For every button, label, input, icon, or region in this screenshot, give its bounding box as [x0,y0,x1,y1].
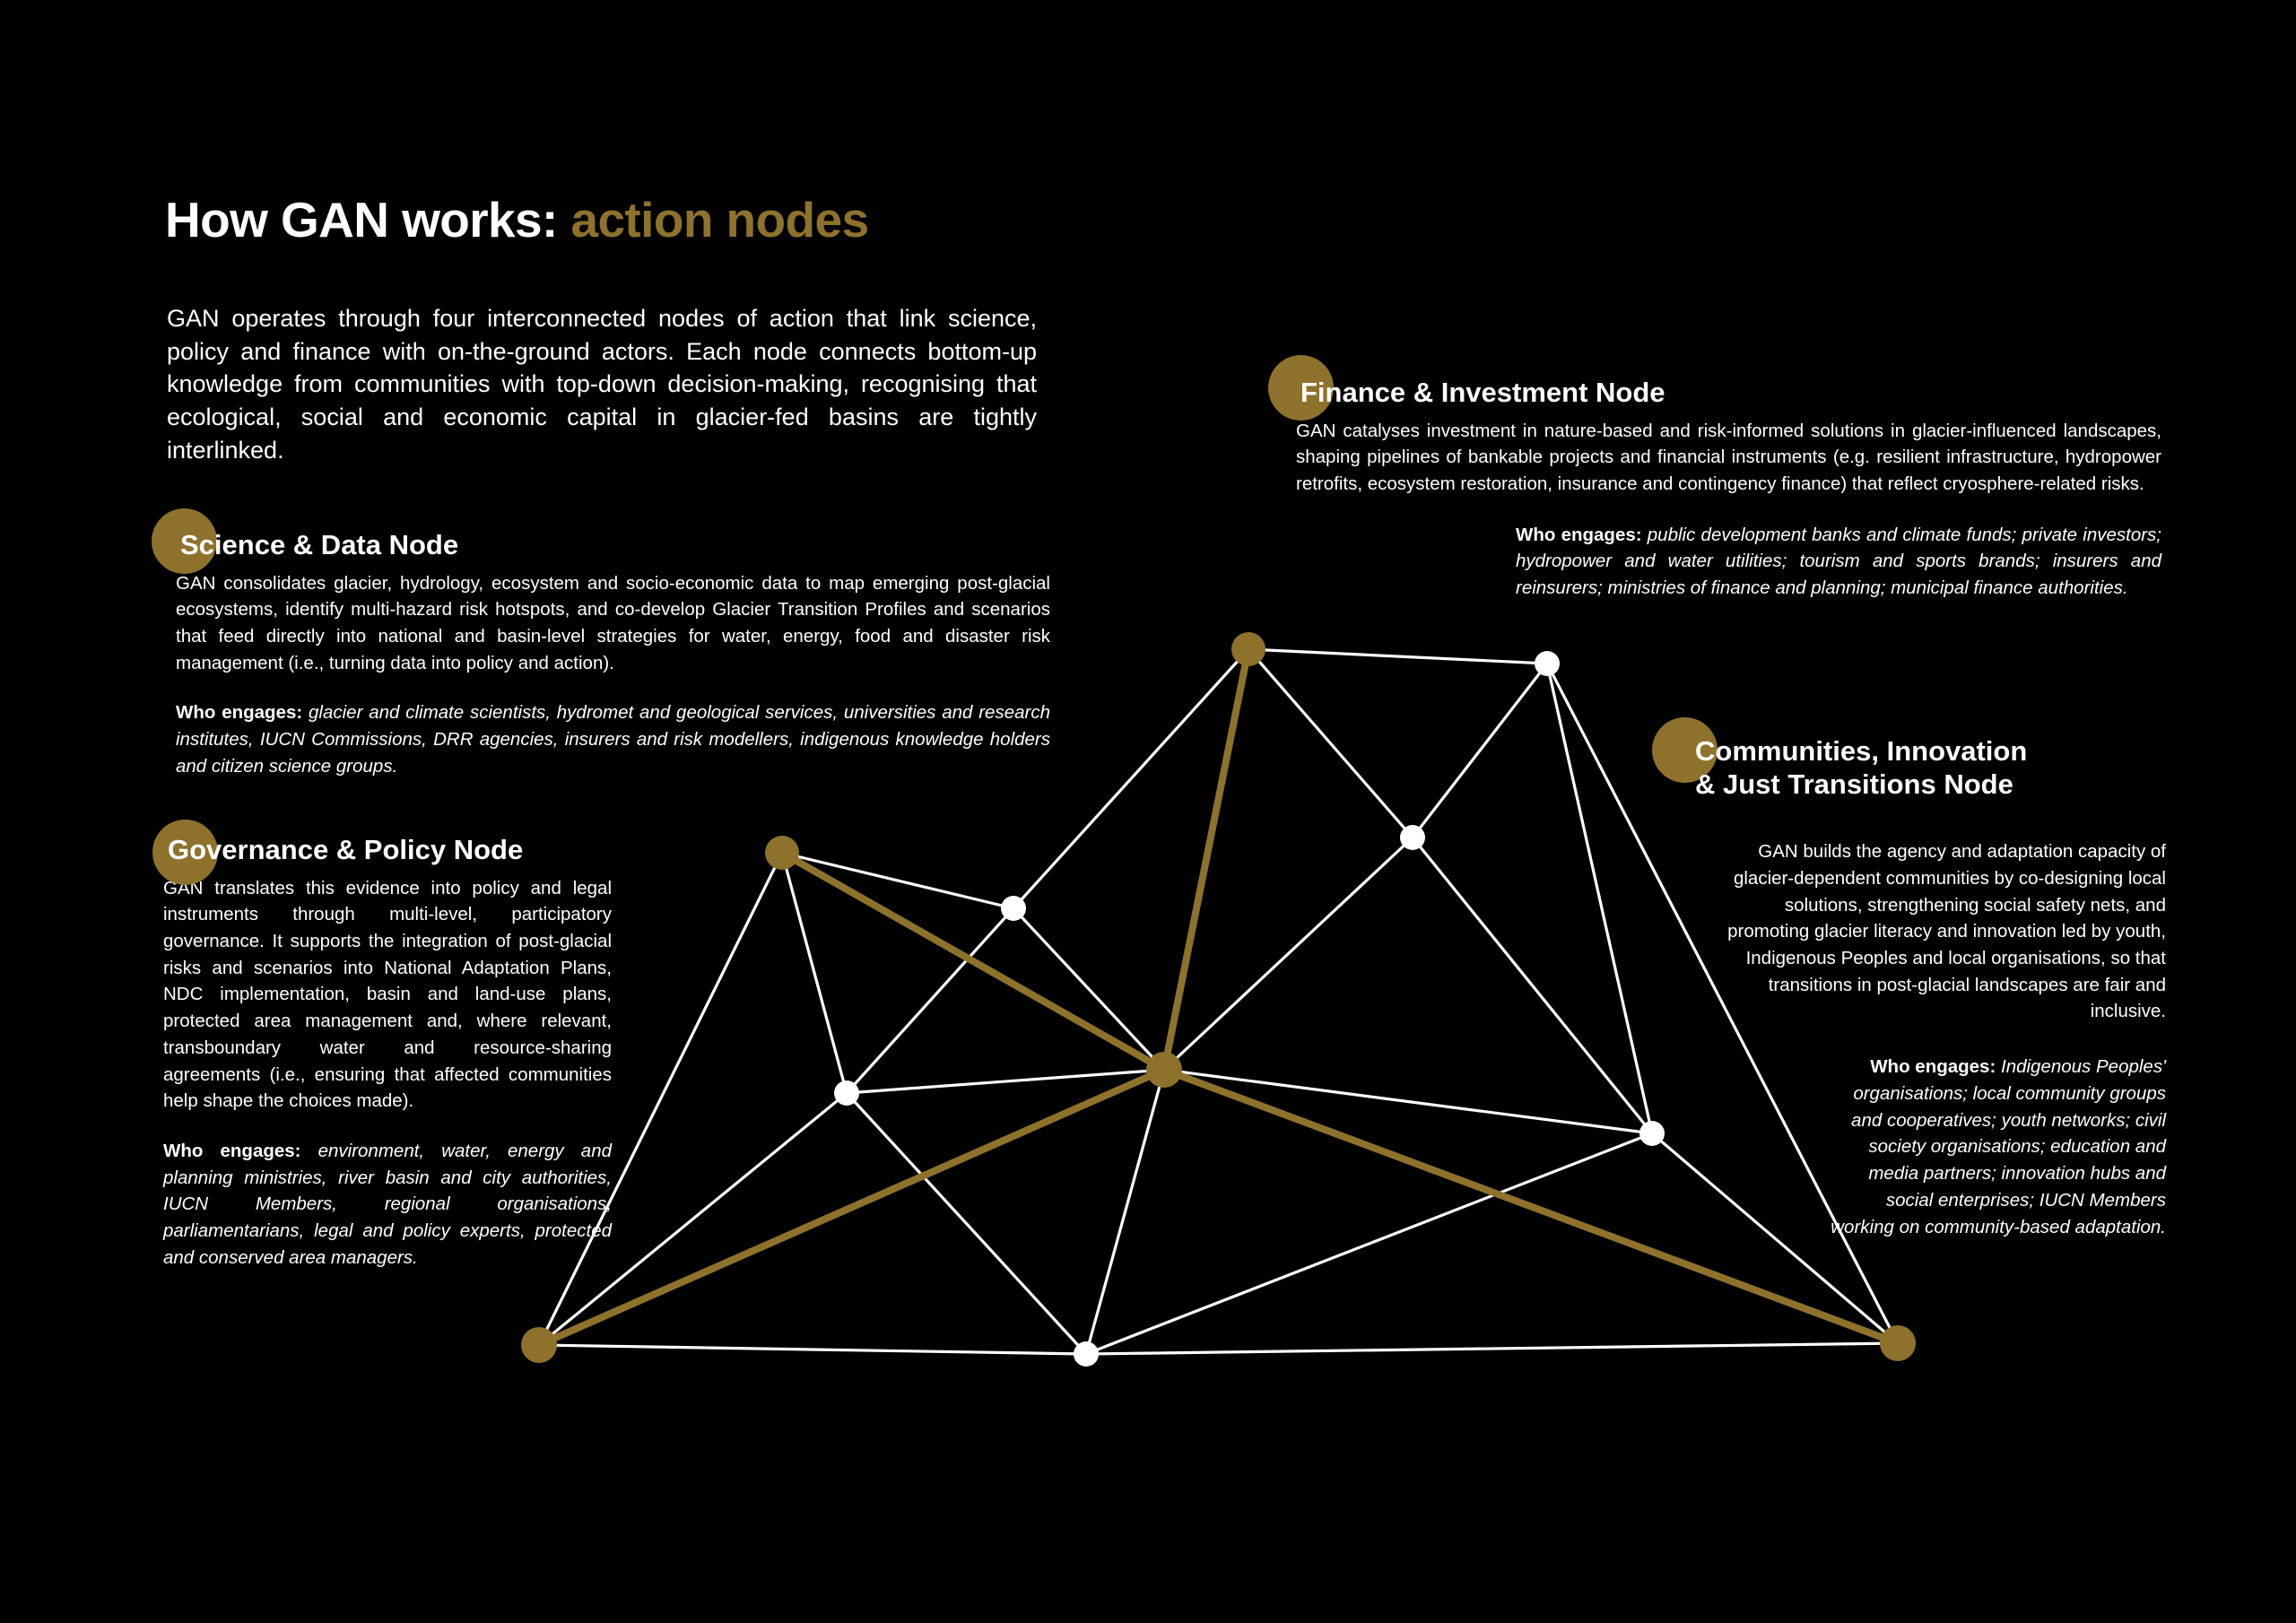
network-edge [1012,647,1250,910]
communities-node-body: GAN builds the agency and adaptation cap… [1727,841,2166,1022]
network-edge [845,907,1015,1095]
science-node-dot-icon [152,508,217,574]
node-block-finance: Finance & Investment Node GAN catalyses … [1268,355,2161,620]
intro-paragraph: GAN operates through four interconnected… [167,305,1037,464]
network-edge [537,852,784,1346]
network-edge [1411,836,1654,1135]
network-edge [1162,836,1414,1072]
governance-node-body: GAN translates this evidence into policy… [163,877,612,1112]
network-edge [1650,1132,1900,1345]
science-node-title: Science & Data Node [180,529,459,560]
node-block-governance: Governance & Policy Node GAN translates … [152,820,630,1289]
network-edge [1085,1341,1899,1356]
finance-node-dot-icon [1268,355,1334,421]
network-edge [1085,1132,1653,1356]
network-edge [1084,1069,1166,1355]
science-node-who-engages: Who engages: glacier and climate scienti… [176,699,1050,779]
science-node-body: GAN consolidates glacier, hydrology, eco… [176,572,1050,673]
network-edge [781,851,1014,910]
network-edge [1248,647,1548,665]
title-block: How GAN works: action nodes [165,192,869,247]
network-edge [846,1068,1165,1095]
network-edge [537,1066,1166,1349]
network-edge [1012,907,1166,1072]
network-edge [538,1343,1087,1356]
finance-node-title: Finance & Investment Node [1300,377,1665,408]
communities-node-dot-icon [1652,717,1718,783]
governance-node-title: Governance & Policy Node [168,834,524,865]
network-node-secondary [1639,1121,1665,1146]
network-edge [780,849,1166,1073]
network-node-primary [1146,1052,1182,1088]
finance-who-label: Who engages: [1516,524,1642,545]
governance-who-label: Who engages: [163,1141,301,1162]
network-edges [537,647,1900,1356]
governance-who-text: environment, water, energy and planning … [163,1141,612,1268]
governance-node-who-engages: Who engages: environment, water, energy … [163,1138,612,1271]
network-node-secondary [834,1081,859,1106]
science-who-text: glacier and climate scientists, hydromet… [176,702,1050,777]
network-node-secondary [1074,1341,1099,1367]
network-edge [1411,663,1549,838]
communities-node-who-engages: Who engages: Indigenous Peoples' organis… [1830,1054,2166,1240]
network-node-secondary [1001,896,1026,921]
finance-who-text: public development banks and climate fun… [1516,524,2162,599]
node-block-communities: Communities, Innovation & Just Transitio… [1652,717,2166,1259]
network-edge [1161,648,1252,1071]
science-who-label: Who engages: [176,702,303,724]
network-node-secondary [1535,651,1560,676]
communities-who-text: Indigenous Peoples' organisations; local… [1831,1056,2166,1237]
network-node-primary [1231,632,1265,666]
communities-node-title: Communities, Innovation & Just Transitio… [1695,735,2028,800]
network-edge [537,1091,848,1347]
network-edge [1163,1068,1653,1135]
finance-node-body: GAN catalyses investment in nature-based… [1296,420,2161,495]
network-edge [1247,647,1414,839]
governance-node-dot-icon [152,820,218,885]
network-edge [780,852,848,1094]
page-title-main: How GAN works: [165,192,558,247]
communities-who-label: Who engages: [1870,1056,1996,1078]
network-node-secondary [1400,825,1425,850]
network-edge [1545,663,1654,1134]
network-node-primary [521,1327,557,1363]
page-title: How GAN works: action nodes [165,192,869,247]
page-title-accent: action nodes [570,192,869,247]
finance-node-who-engages: Who engages: public development banks an… [1516,522,2161,602]
network-edge [1545,663,1900,1344]
network-nodes [521,632,1916,1367]
network-node-primary [765,836,799,870]
network-edge [1162,1066,1900,1347]
node-block-science: Science & Data Node GAN consolidates gla… [152,508,1050,798]
network-edge [845,1091,1088,1356]
network-node-primary [1880,1325,1916,1361]
